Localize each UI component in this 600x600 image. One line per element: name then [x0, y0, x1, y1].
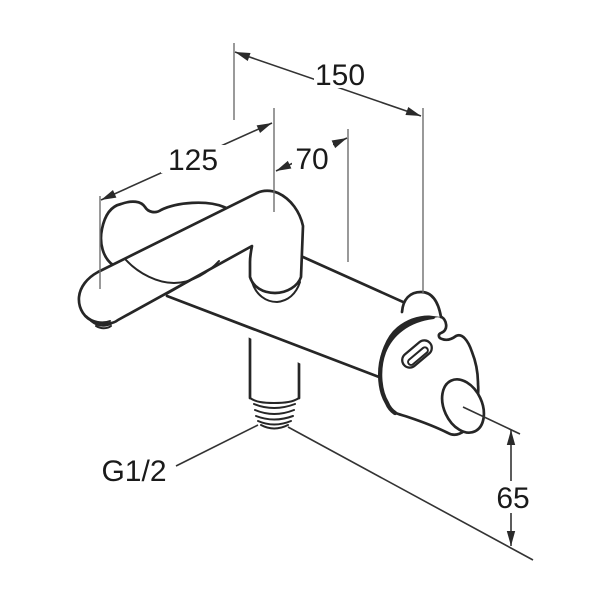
arrow-70-left [276, 160, 292, 171]
label-bg-70 [292, 142, 333, 174]
nipple-bottom-arc [249, 397, 300, 405]
dimension-arrows [101, 52, 516, 546]
aerator-icon [85, 315, 112, 330]
thread-size-label: G1/2 [101, 455, 166, 488]
dimension-annotations: 150 125 70 65 G1/2 [99, 43, 534, 561]
leader-65-top [462, 406, 521, 435]
knob-face-circle [440, 378, 486, 434]
arrow-125-left [101, 190, 117, 200]
arrow-150-right [405, 107, 421, 116]
dim-125-label: 125 [168, 144, 218, 177]
dim-150-label: 150 [315, 59, 365, 92]
spout [77, 189, 305, 330]
thread-icon [253, 403, 296, 430]
flow-tab [400, 290, 443, 319]
label-bg-125 [161, 145, 226, 173]
thermostat-knob [378, 314, 486, 437]
body-bottom-edge [165, 294, 381, 379]
arrow-150-left [235, 52, 251, 61]
leader-65-bottom [287, 426, 534, 561]
label-bg-65 [493, 481, 534, 513]
knob-slot-button [401, 339, 433, 369]
arrow-65-top [506, 430, 516, 445]
knob-collar-ring [378, 314, 436, 416]
leader-g12 [175, 424, 259, 467]
arrow-125-right [256, 123, 272, 133]
label-bg-150 [314, 60, 366, 88]
dim-65-label: 65 [496, 482, 529, 515]
spout-hub-lip [251, 281, 301, 304]
faucet-figure [77, 189, 486, 437]
dim-70-label: 70 [295, 143, 328, 176]
arrow-65-bottom [506, 531, 516, 546]
spout-outline [77, 189, 305, 326]
handle-front-groove [125, 259, 220, 285]
arrow-70-right [331, 138, 347, 149]
